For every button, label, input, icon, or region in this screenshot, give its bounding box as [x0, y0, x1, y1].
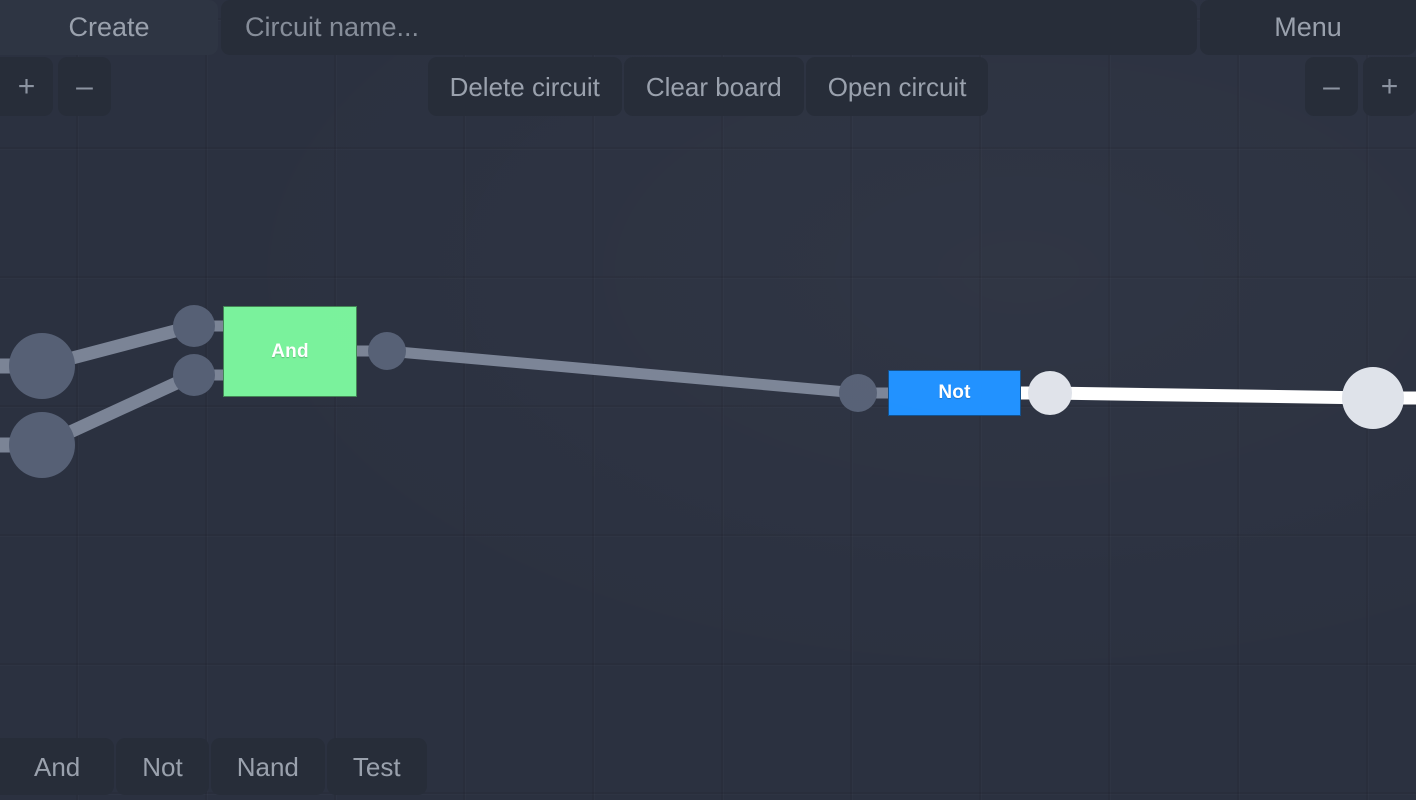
gate-not[interactable]: Not	[888, 370, 1021, 416]
circuit-node-gate-input[interactable]	[173, 305, 215, 347]
circuit-name-input[interactable]	[221, 0, 1197, 55]
gate-label: Not	[938, 382, 971, 403]
palette-gate-test[interactable]: Test	[326, 738, 427, 795]
wire[interactable]	[1049, 386, 1374, 405]
zoom-in-button[interactable]: +	[0, 57, 53, 116]
gate-and[interactable]: And	[223, 306, 357, 397]
scale-down-button[interactable]: –	[1305, 57, 1358, 116]
create-button[interactable]: Create	[0, 0, 218, 55]
palette-gate-nand[interactable]: Nand	[210, 738, 325, 795]
gate-label: And	[271, 340, 309, 362]
toolbar-spacer-right	[988, 57, 1305, 116]
menu-button[interactable]: Menu	[1200, 0, 1416, 55]
palette-gate-not[interactable]: Not	[116, 738, 209, 795]
circuit-node-gate-output[interactable]	[368, 332, 406, 370]
zoom-out-button[interactable]: –	[58, 57, 111, 116]
circuit-node-gate-input[interactable]	[839, 374, 877, 412]
circuit-node-gate-output[interactable]	[1028, 371, 1072, 415]
toolbar-spacer-left	[111, 57, 428, 116]
open-circuit-button[interactable]: Open circuit	[805, 57, 989, 116]
wire[interactable]	[386, 345, 859, 399]
clear-board-button[interactable]: Clear board	[623, 57, 804, 116]
palette-gate-and[interactable]: And	[0, 738, 115, 795]
top-toolbar-primary: Create Menu	[0, 0, 1416, 55]
circuit-node-gate-input[interactable]	[173, 354, 215, 396]
circuit-node-board-input[interactable]	[9, 333, 75, 399]
delete-circuit-button[interactable]: Delete circuit	[427, 57, 622, 116]
circuit-node-board-input[interactable]	[9, 412, 75, 478]
circuit-node-board-output[interactable]	[1342, 367, 1404, 429]
scale-up-button[interactable]: +	[1363, 57, 1416, 116]
